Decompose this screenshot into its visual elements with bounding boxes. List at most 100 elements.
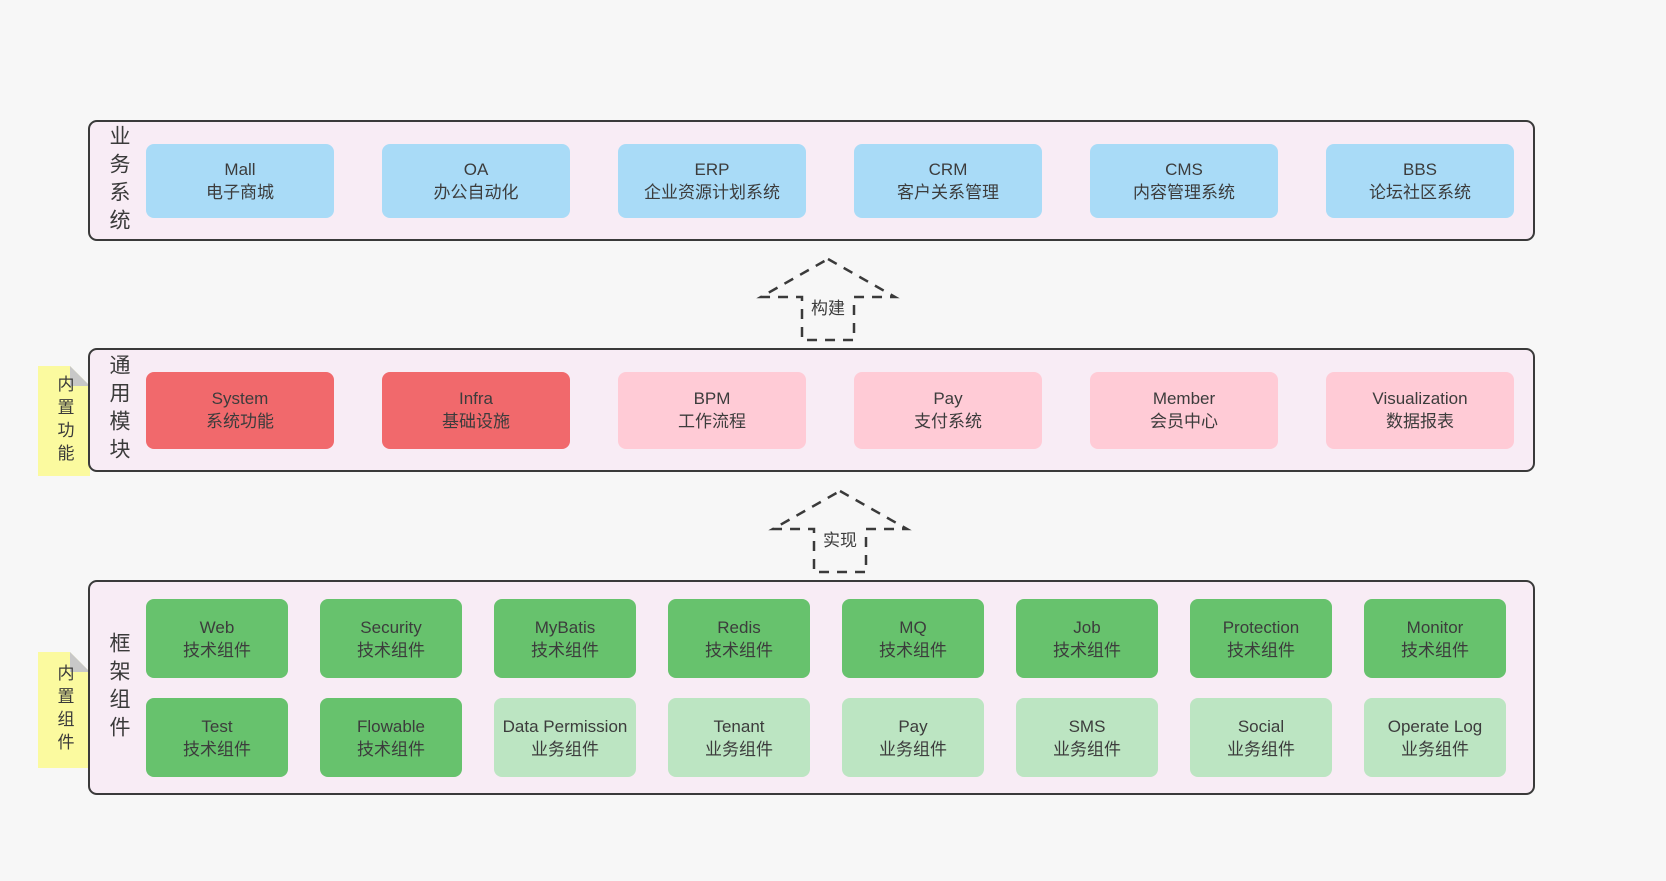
box-desc: 会员中心 xyxy=(1150,412,1218,431)
box-infra: Infra 基础设施 xyxy=(382,371,570,449)
box-name: Job xyxy=(1073,617,1101,637)
box-name: Data Permission xyxy=(502,716,628,736)
box-desc: 技术组件 xyxy=(531,640,599,660)
note-built-in-components: 内置组件 xyxy=(38,652,90,768)
box-desc: 内容管理系统 xyxy=(1133,182,1235,202)
box-desc: 工作流程 xyxy=(678,412,746,431)
box-desc: 技术组件 xyxy=(183,739,251,759)
box-desc: 业务组件 xyxy=(1401,739,1469,759)
box-operate-log: Operate Log 业务组件 xyxy=(1364,698,1506,777)
box-desc: 技术组件 xyxy=(705,640,773,660)
box-name: Pay xyxy=(933,389,963,408)
box-desc: 技术组件 xyxy=(1227,640,1295,660)
box-tenant: Tenant 业务组件 xyxy=(668,698,810,777)
box-name: OA xyxy=(463,159,489,179)
box-mq: MQ 技术组件 xyxy=(842,599,984,678)
box-desc: 企业资源计划系统 xyxy=(644,182,780,202)
sticky-note-icon xyxy=(38,652,90,768)
box-desc: 系统功能 xyxy=(206,412,274,431)
component-row-1: Web 技术组件 Security 技术组件 MyBatis 技术组件 Redi… xyxy=(146,599,1513,678)
box-name: Security xyxy=(360,617,422,637)
arrow-build: 构建 xyxy=(756,257,900,342)
box-desc: 业务组件 xyxy=(879,739,947,759)
box-flowable: Flowable 技术组件 xyxy=(320,698,462,777)
box-desc: 业务组件 xyxy=(531,739,599,759)
note-built-in-components-text: 内置组件 xyxy=(54,664,74,756)
box-desc: 业务组件 xyxy=(1053,739,1121,759)
sticky-note-icon xyxy=(38,366,90,476)
box-name: Monitor xyxy=(1406,617,1464,637)
box-social: Social 业务组件 xyxy=(1190,698,1332,777)
box-name: CRM xyxy=(928,159,968,179)
arrow-implement: 实现 xyxy=(768,489,912,574)
box-name: MyBatis xyxy=(534,617,596,637)
box-crm: CRM 客户关系管理 xyxy=(854,143,1042,218)
box-name: Operate Log xyxy=(1387,716,1483,736)
box-name: Social xyxy=(1237,716,1285,736)
layer-modules-side-label-text: 通用模块 xyxy=(107,354,130,466)
box-redis: Redis 技术组件 xyxy=(668,599,810,678)
box-name: BPM xyxy=(693,389,731,408)
arrow-build-label: 构建 xyxy=(806,293,850,320)
box-pay: Pay 支付系统 xyxy=(854,371,1042,449)
box-name: Redis xyxy=(717,617,761,637)
box-desc: 支付系统 xyxy=(914,412,982,431)
layer-framework-components: 框架组件 Web 技术组件 Security 技术组件 MyBatis 技术组件… xyxy=(88,580,1535,795)
layer-modules-side-label: 通用模块 xyxy=(90,350,146,470)
box-name: ERP xyxy=(694,159,730,179)
note-built-in-features-text: 内置功能 xyxy=(54,375,74,467)
box-pay-biz: Pay 业务组件 xyxy=(842,698,984,777)
box-mybatis: MyBatis 技术组件 xyxy=(494,599,636,678)
box-oa: OA 办公自动化 xyxy=(382,143,570,218)
box-web: Web 技术组件 xyxy=(146,599,288,678)
box-name: System xyxy=(211,389,269,408)
box-name: Protection xyxy=(1222,617,1300,637)
layer-components-side-label-text: 框架组件 xyxy=(107,631,130,744)
box-test: Test 技术组件 xyxy=(146,698,288,777)
box-desc: 技术组件 xyxy=(357,640,425,660)
box-data-permission: Data Permission 业务组件 xyxy=(494,698,636,777)
box-name: Flowable xyxy=(356,716,426,736)
box-desc: 数据报表 xyxy=(1386,412,1454,431)
up-arrow-dashed-icon xyxy=(768,489,912,574)
layer-business-side-label: 业务系统 xyxy=(90,122,146,239)
box-member: Member 会员中心 xyxy=(1090,371,1278,449)
up-arrow-dashed-icon xyxy=(756,257,900,342)
component-rows: Web 技术组件 Security 技术组件 MyBatis 技术组件 Redi… xyxy=(146,582,1533,793)
box-desc: 论坛社区系统 xyxy=(1369,182,1471,202)
layer-business-side-label-text: 业务系统 xyxy=(107,124,130,237)
box-desc: 业务组件 xyxy=(1227,739,1295,759)
note-built-in-features: 内置功能 xyxy=(38,366,90,476)
layer-business-systems: 业务系统 Mall 电子商城 OA 办公自动化 ERP 企业资源计划系统 CRM… xyxy=(88,120,1535,241)
box-visualization: Visualization 数据报表 xyxy=(1326,371,1514,449)
arrow-implement-label: 实现 xyxy=(818,525,862,552)
box-name: Infra xyxy=(458,389,494,408)
box-sms: SMS 业务组件 xyxy=(1016,698,1158,777)
box-system: System 系统功能 xyxy=(146,371,334,449)
layer-common-modules: 通用模块 System 系统功能 Infra 基础设施 BPM 工作流程 Pay… xyxy=(88,348,1535,472)
box-job: Job 技术组件 xyxy=(1016,599,1158,678)
box-bpm: BPM 工作流程 xyxy=(618,371,806,449)
box-name: SMS xyxy=(1068,716,1106,736)
box-protection: Protection 技术组件 xyxy=(1190,599,1332,678)
box-name: Mall xyxy=(224,159,256,179)
box-desc: 业务组件 xyxy=(705,739,773,759)
box-name: CMS xyxy=(1165,159,1203,179)
box-name: MQ xyxy=(899,617,927,637)
box-name: Tenant xyxy=(713,716,765,736)
component-row-2: Test 技术组件 Flowable 技术组件 Data Permission … xyxy=(146,698,1513,777)
box-cms: CMS 内容管理系统 xyxy=(1090,143,1278,218)
box-security: Security 技术组件 xyxy=(320,599,462,678)
layer-components-side-label: 框架组件 xyxy=(90,582,146,793)
module-boxes: System 系统功能 Infra 基础设施 BPM 工作流程 Pay 支付系统… xyxy=(146,350,1534,470)
box-name: Web xyxy=(199,617,235,637)
box-mall: Mall 电子商城 xyxy=(146,143,334,218)
box-name: Visualization xyxy=(1372,389,1468,408)
box-name: Member xyxy=(1152,389,1216,408)
box-desc: 技术组件 xyxy=(183,640,251,660)
box-desc: 基础设施 xyxy=(442,412,510,431)
box-monitor: Monitor 技术组件 xyxy=(1364,599,1506,678)
box-name: Test xyxy=(201,716,233,736)
box-name: BBS xyxy=(1402,159,1438,179)
box-desc: 电子商城 xyxy=(206,182,274,202)
